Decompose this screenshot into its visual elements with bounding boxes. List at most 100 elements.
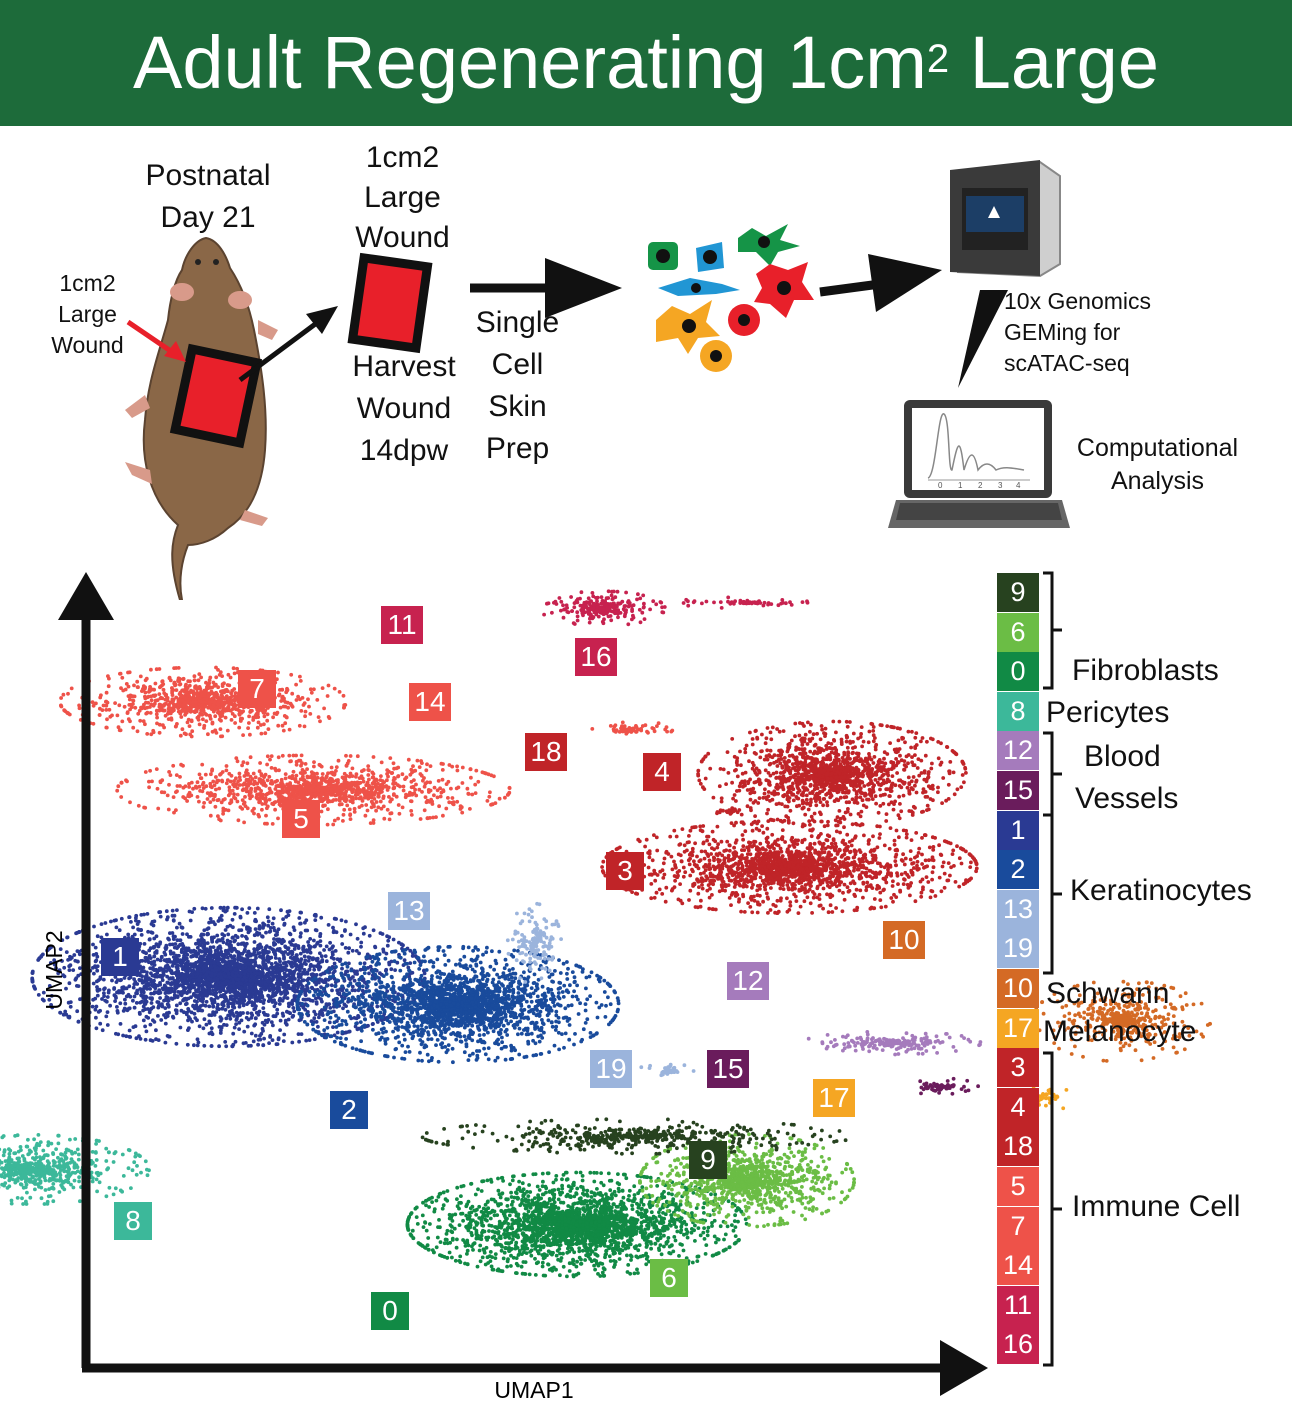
umap-point <box>220 1006 225 1011</box>
umap-point <box>245 911 250 915</box>
umap-point <box>154 1028 158 1033</box>
umap-point <box>581 1223 585 1228</box>
umap-point <box>489 1210 494 1214</box>
umap-point <box>627 1188 632 1193</box>
umap-point <box>115 1010 120 1015</box>
umap-point <box>148 987 153 991</box>
umap-point <box>362 961 367 966</box>
umap-point <box>599 1232 604 1237</box>
umap-point <box>560 1183 564 1188</box>
umap-point <box>626 1263 631 1267</box>
umap-point <box>471 1248 475 1252</box>
umap-point <box>346 950 351 955</box>
umap-point <box>594 1252 599 1257</box>
workflow-illustration: 0 1 2 3 4 <box>125 160 1070 600</box>
umap-point <box>245 1011 250 1015</box>
umap-point <box>223 1040 228 1044</box>
umap-point <box>95 934 100 939</box>
umap-point <box>504 1219 508 1223</box>
umap-point <box>139 933 144 937</box>
umap-point <box>558 1273 562 1278</box>
umap-point <box>243 934 248 939</box>
umap-point <box>330 952 335 957</box>
umap-point <box>450 1255 454 1260</box>
umap-point <box>175 925 179 930</box>
umap-point <box>170 964 175 968</box>
umap-point <box>615 1232 619 1237</box>
umap-point <box>695 1259 700 1263</box>
laptop-icon <box>888 400 1070 528</box>
umap-point <box>727 1245 732 1249</box>
umap-point <box>645 1243 649 1248</box>
umap-point <box>499 1248 504 1253</box>
umap-point <box>669 1223 673 1228</box>
umap-point <box>262 1036 266 1041</box>
umap-point <box>199 932 204 937</box>
umap-point <box>715 1251 720 1256</box>
umap-point <box>733 1234 738 1238</box>
umap-point <box>500 1269 505 1274</box>
umap-point <box>595 1204 599 1209</box>
umap-point <box>441 1203 446 1208</box>
umap-point <box>628 1271 633 1276</box>
umap-point <box>639 1220 644 1225</box>
umap-point <box>574 1215 579 1220</box>
umap-point <box>469 1231 474 1235</box>
umap-point <box>165 980 170 985</box>
umap-point <box>575 1259 579 1264</box>
umap-point <box>506 1197 510 1202</box>
umap-point <box>684 1222 689 1227</box>
umap-point <box>551 1240 556 1244</box>
umap-point <box>585 1203 590 1207</box>
umap-point <box>181 946 186 951</box>
umap-point <box>726 1199 731 1204</box>
umap-point <box>275 1042 280 1046</box>
umap-point <box>516 1218 520 1223</box>
umap-point <box>643 1231 648 1235</box>
umap-point <box>426 1236 431 1240</box>
umap-point <box>435 1235 440 1240</box>
umap-point <box>552 1219 557 1224</box>
umap-point <box>539 1208 543 1212</box>
umap-point <box>132 1005 137 1010</box>
umap-point <box>694 1206 699 1210</box>
umap-point <box>312 1016 317 1021</box>
umap-point <box>92 924 96 929</box>
umap-point <box>678 1202 683 1207</box>
umap-point <box>459 1194 463 1198</box>
umap-point <box>436 1225 440 1229</box>
umap-point <box>525 1217 530 1221</box>
umap-point <box>355 936 360 941</box>
umap-point <box>712 1234 717 1239</box>
umap-point <box>732 1219 737 1223</box>
umap-point <box>594 1208 598 1212</box>
umap-point <box>414 1215 419 1219</box>
umap-point <box>568 1195 573 1199</box>
umap-point <box>572 1180 576 1185</box>
umap-point <box>537 1230 542 1235</box>
umap-point <box>480 1179 485 1184</box>
umap-point <box>115 1005 119 1009</box>
umap-point <box>518 1223 523 1228</box>
umap-point <box>179 1008 184 1013</box>
umap-point <box>538 1247 543 1252</box>
umap-point <box>298 910 303 915</box>
umap-point <box>592 1204 596 1208</box>
umap-point <box>598 1213 602 1218</box>
umap-point <box>280 937 285 942</box>
umap-point <box>481 1247 486 1252</box>
umap-point <box>106 990 111 995</box>
umap-point <box>528 1237 533 1242</box>
umap-point <box>332 961 337 966</box>
umap-point <box>601 1266 606 1271</box>
umap-point <box>542 1228 547 1232</box>
umap-point <box>598 1261 603 1266</box>
umap-point <box>570 1213 574 1218</box>
umap-point <box>457 1259 462 1263</box>
tick-4: 4 <box>1016 481 1021 490</box>
umap-point <box>505 1264 509 1269</box>
umap-point <box>662 1189 666 1194</box>
umap-point <box>523 1272 528 1276</box>
umap-point <box>619 1199 624 1204</box>
umap-point <box>138 1037 143 1041</box>
